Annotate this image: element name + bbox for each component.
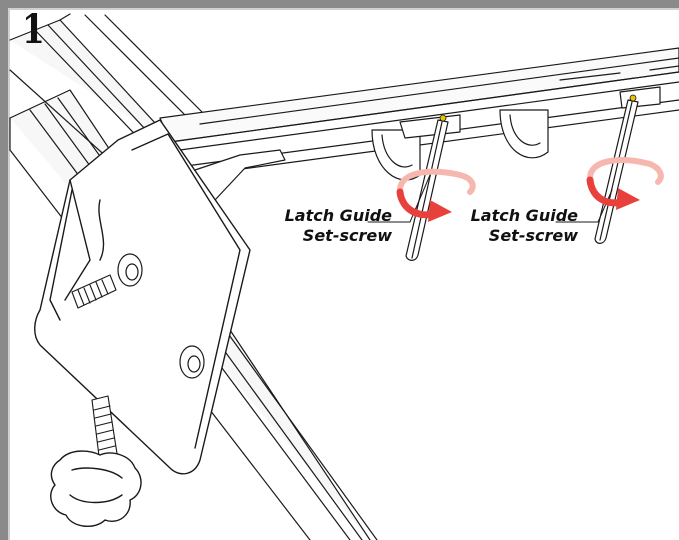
rotation-arrow-1 [396, 168, 476, 222]
rotation-arrow-2 [586, 157, 664, 210]
callout-line-2: Set-screw [488, 226, 578, 245]
set-screw-wrench-1 [405, 119, 449, 261]
step-number: 1 [22, 6, 45, 53]
upper-left-rail [9, 13, 216, 161]
corner-bracket [34, 119, 251, 475]
callout-line-1: Latch Guide [284, 206, 392, 225]
set-screw-tips [439, 94, 637, 122]
bracket-screw-heads [117, 253, 205, 379]
figure-inner-rule [8, 8, 679, 540]
callout-line-2: Set-screw [302, 226, 392, 245]
star-knob [50, 450, 142, 527]
callout-line-1: Latch Guide [470, 206, 578, 225]
latch-guide-set-screw-label-2: Latch Guide Set-screw [440, 206, 578, 246]
latch-guide-set-screw-label-1: Latch Guide Set-screw [252, 206, 392, 246]
threaded-rod [71, 274, 117, 309]
set-screw-wrench-2 [594, 99, 639, 244]
